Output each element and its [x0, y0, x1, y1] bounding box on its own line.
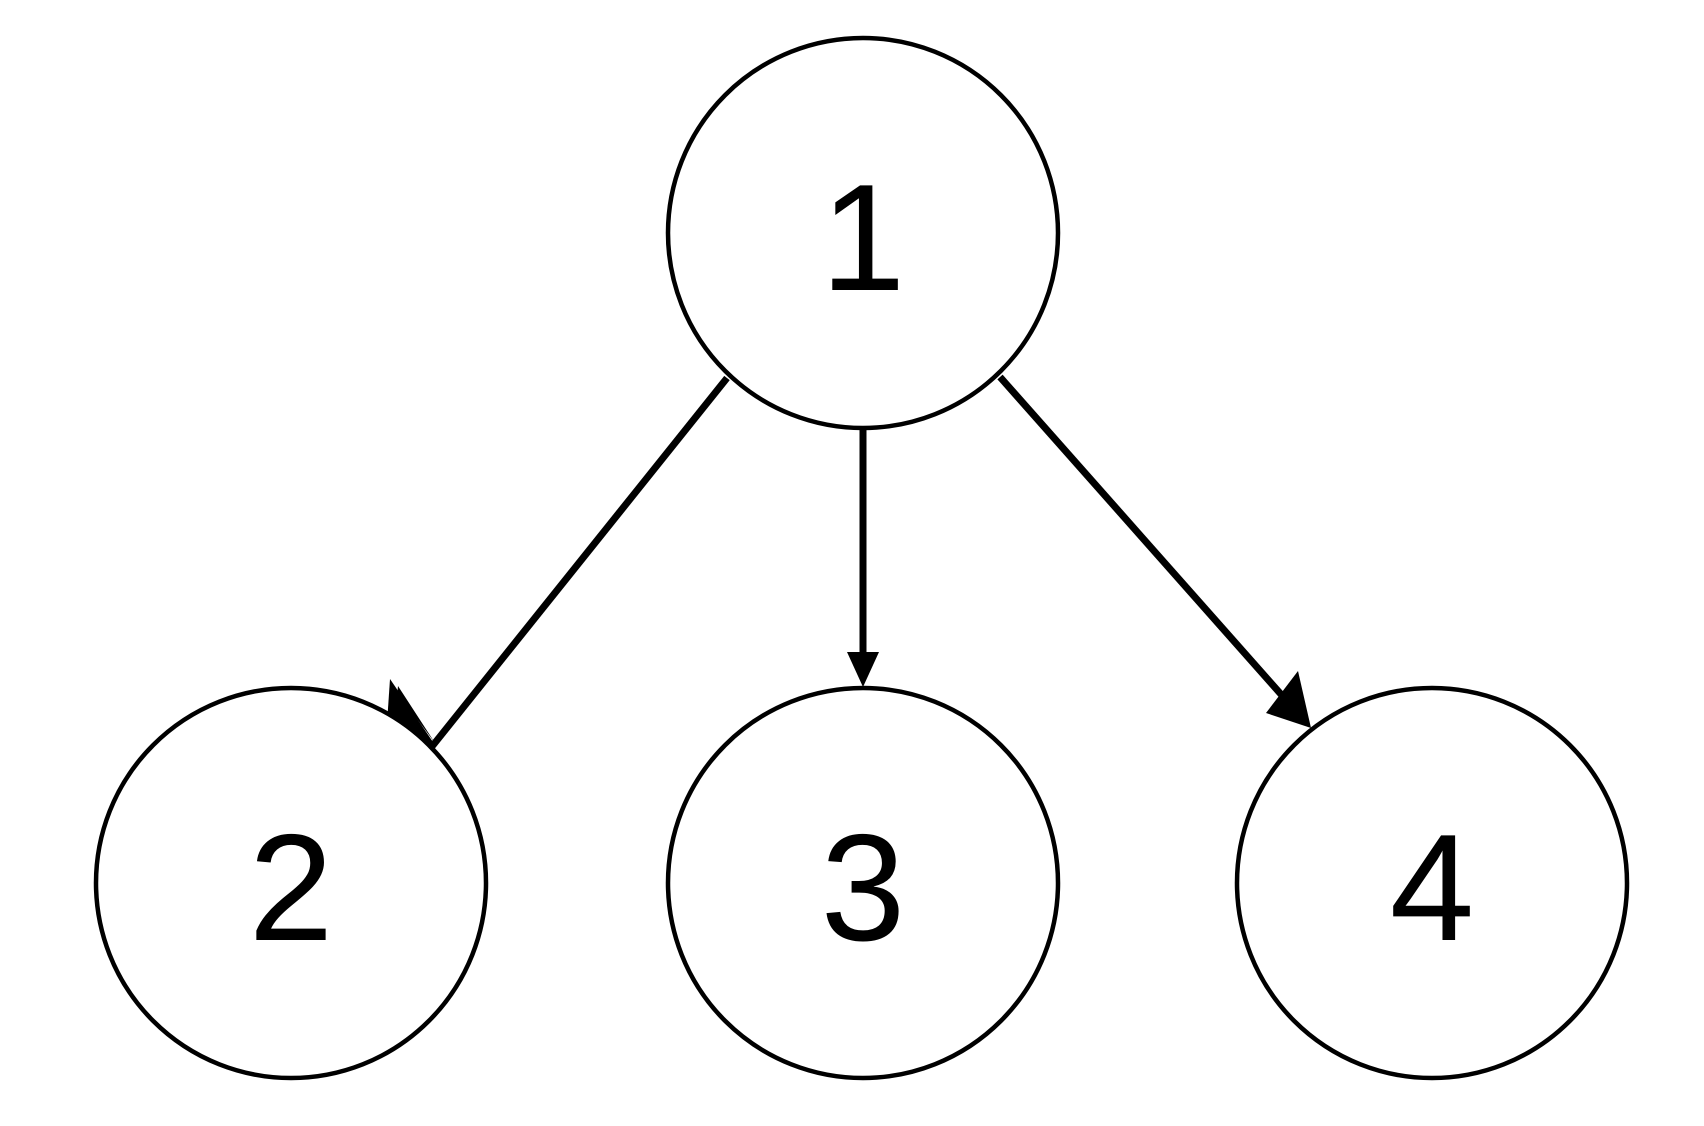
- edge-1-to-4-line: [997, 374, 1305, 721]
- node-4-circle: [1234, 685, 1630, 1081]
- node-2-label: 2: [249, 803, 334, 973]
- edge-1-to-2-line: [423, 375, 730, 757]
- edge-1-to-2[interactable]: [386, 375, 730, 757]
- node-1-label: 1: [821, 153, 906, 323]
- edge-1-to-4[interactable]: [997, 374, 1311, 728]
- node-3-circle: [665, 685, 1061, 1081]
- edge-1-to-3[interactable]: [847, 428, 879, 687]
- node-3[interactable]: 3: [665, 685, 1061, 1081]
- node-1-circle: [665, 35, 1061, 431]
- edge-layer: [386, 374, 1311, 757]
- node-layer: 1 2 3 4: [93, 35, 1630, 1081]
- node-3-label: 3: [821, 803, 906, 973]
- node-2-circle: [93, 685, 489, 1081]
- node-4-label: 4: [1390, 803, 1475, 973]
- edge-1-to-3-arrowhead: [847, 652, 879, 687]
- node-4[interactable]: 4: [1234, 685, 1630, 1081]
- edge-1-to-4-arrowhead: [1266, 671, 1311, 728]
- node-2[interactable]: 2: [93, 685, 489, 1081]
- node-1[interactable]: 1: [665, 35, 1061, 431]
